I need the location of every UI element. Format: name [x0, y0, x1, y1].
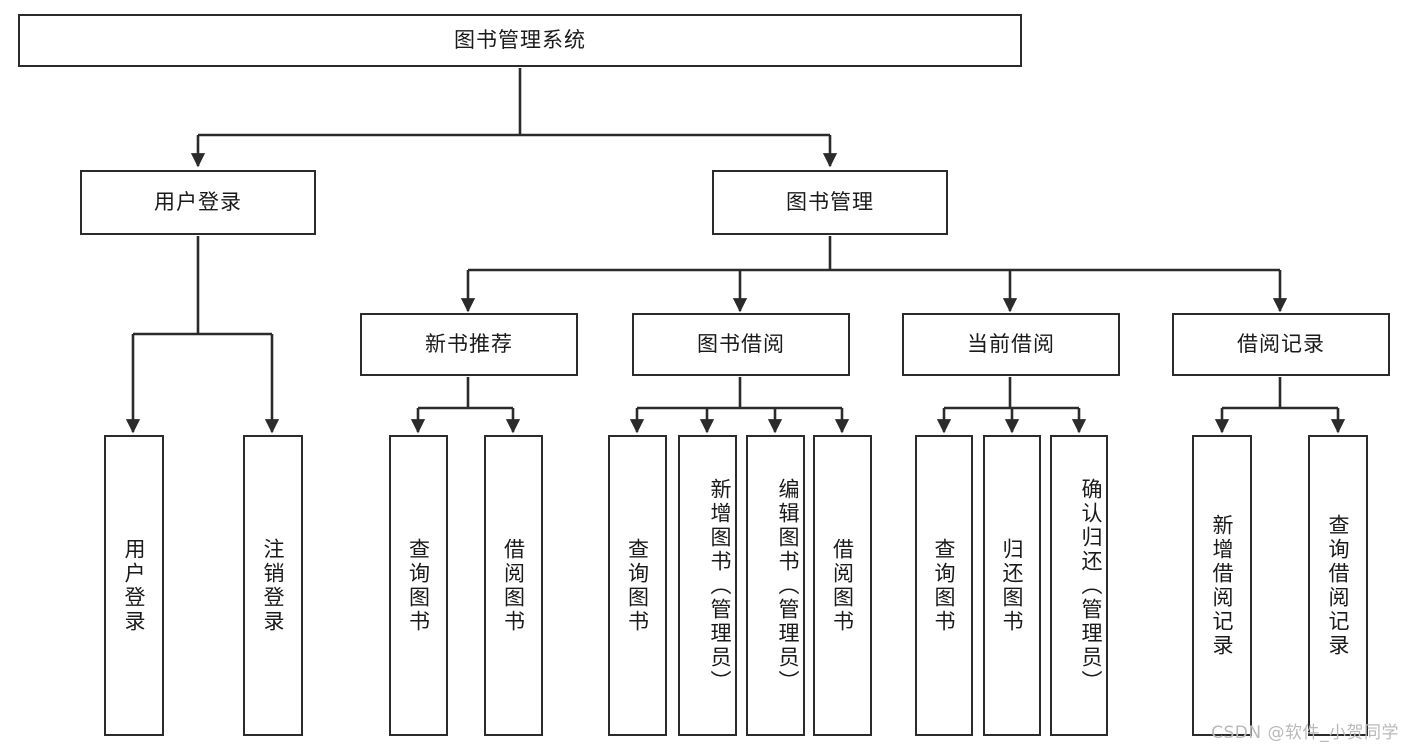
leaf-query-borrow-record-label: 查询借阅记录 [1326, 513, 1350, 658]
node-current-borrow[interactable]: 当前借阅 [902, 313, 1120, 376]
leaf-confirm-return-admin-label: 确认归还（管理员） [1079, 477, 1103, 694]
leaf-borrow-books-new-label: 借阅图书 [501, 537, 526, 634]
leaf-logout-label: 注销登录 [261, 537, 285, 634]
node-borrow-records[interactable]: 借阅记录 [1172, 313, 1390, 376]
node-root[interactable]: 图书管理系统 [18, 14, 1022, 67]
leaf-borrow-books-new[interactable]: 借阅图书 [484, 435, 543, 736]
node-book-management-label: 图书管理 [786, 189, 874, 214]
leaf-add-borrow-record-label: 新增借阅记录 [1210, 513, 1234, 658]
leaf-query-borrow-record[interactable]: 查询借阅记录 [1308, 435, 1368, 736]
leaf-query-books-borrow[interactable]: 查询图书 [608, 435, 667, 736]
node-current-borrow-label: 当前借阅 [967, 331, 1055, 356]
leaf-return-books-label: 归还图书 [1000, 537, 1024, 634]
node-book-management[interactable]: 图书管理 [712, 170, 948, 235]
leaf-query-books-current-label: 查询图书 [932, 537, 956, 634]
leaf-logout[interactable]: 注销登录 [243, 435, 303, 736]
leaf-edit-book-admin-label: 编辑图书（管理员） [776, 477, 800, 694]
node-book-borrow[interactable]: 图书借阅 [632, 313, 850, 376]
watermark-text: CSDN @软件_小贺同学 [1211, 723, 1399, 743]
leaf-user-login[interactable]: 用户登录 [104, 435, 164, 736]
leaf-borrow-books[interactable]: 借阅图书 [813, 435, 872, 736]
leaf-query-books-current[interactable]: 查询图书 [915, 435, 973, 736]
node-new-book-recommend[interactable]: 新书推荐 [360, 313, 578, 376]
node-book-borrow-label: 图书借阅 [697, 331, 785, 356]
leaf-return-books[interactable]: 归还图书 [983, 435, 1041, 736]
leaf-add-book-admin-label: 新增图书（管理员） [708, 477, 732, 694]
node-root-label: 图书管理系统 [454, 27, 586, 52]
leaf-query-books-new[interactable]: 查询图书 [389, 435, 448, 736]
leaf-user-login-label: 用户登录 [122, 537, 146, 634]
leaf-borrow-books-label: 借阅图书 [830, 537, 855, 634]
node-user-login-label: 用户登录 [154, 189, 242, 214]
leaf-query-books-borrow-label: 查询图书 [625, 537, 650, 634]
node-borrow-records-label: 借阅记录 [1237, 331, 1325, 356]
leaf-add-book-admin[interactable]: 新增图书（管理员） [678, 435, 737, 736]
leaf-query-books-new-label: 查询图书 [406, 537, 431, 634]
leaf-add-borrow-record[interactable]: 新增借阅记录 [1192, 435, 1252, 736]
leaf-confirm-return-admin[interactable]: 确认归还（管理员） [1050, 435, 1108, 736]
leaf-edit-book-admin[interactable]: 编辑图书（管理员） [746, 435, 805, 736]
node-new-book-recommend-label: 新书推荐 [425, 331, 513, 356]
node-user-login[interactable]: 用户登录 [80, 170, 316, 235]
